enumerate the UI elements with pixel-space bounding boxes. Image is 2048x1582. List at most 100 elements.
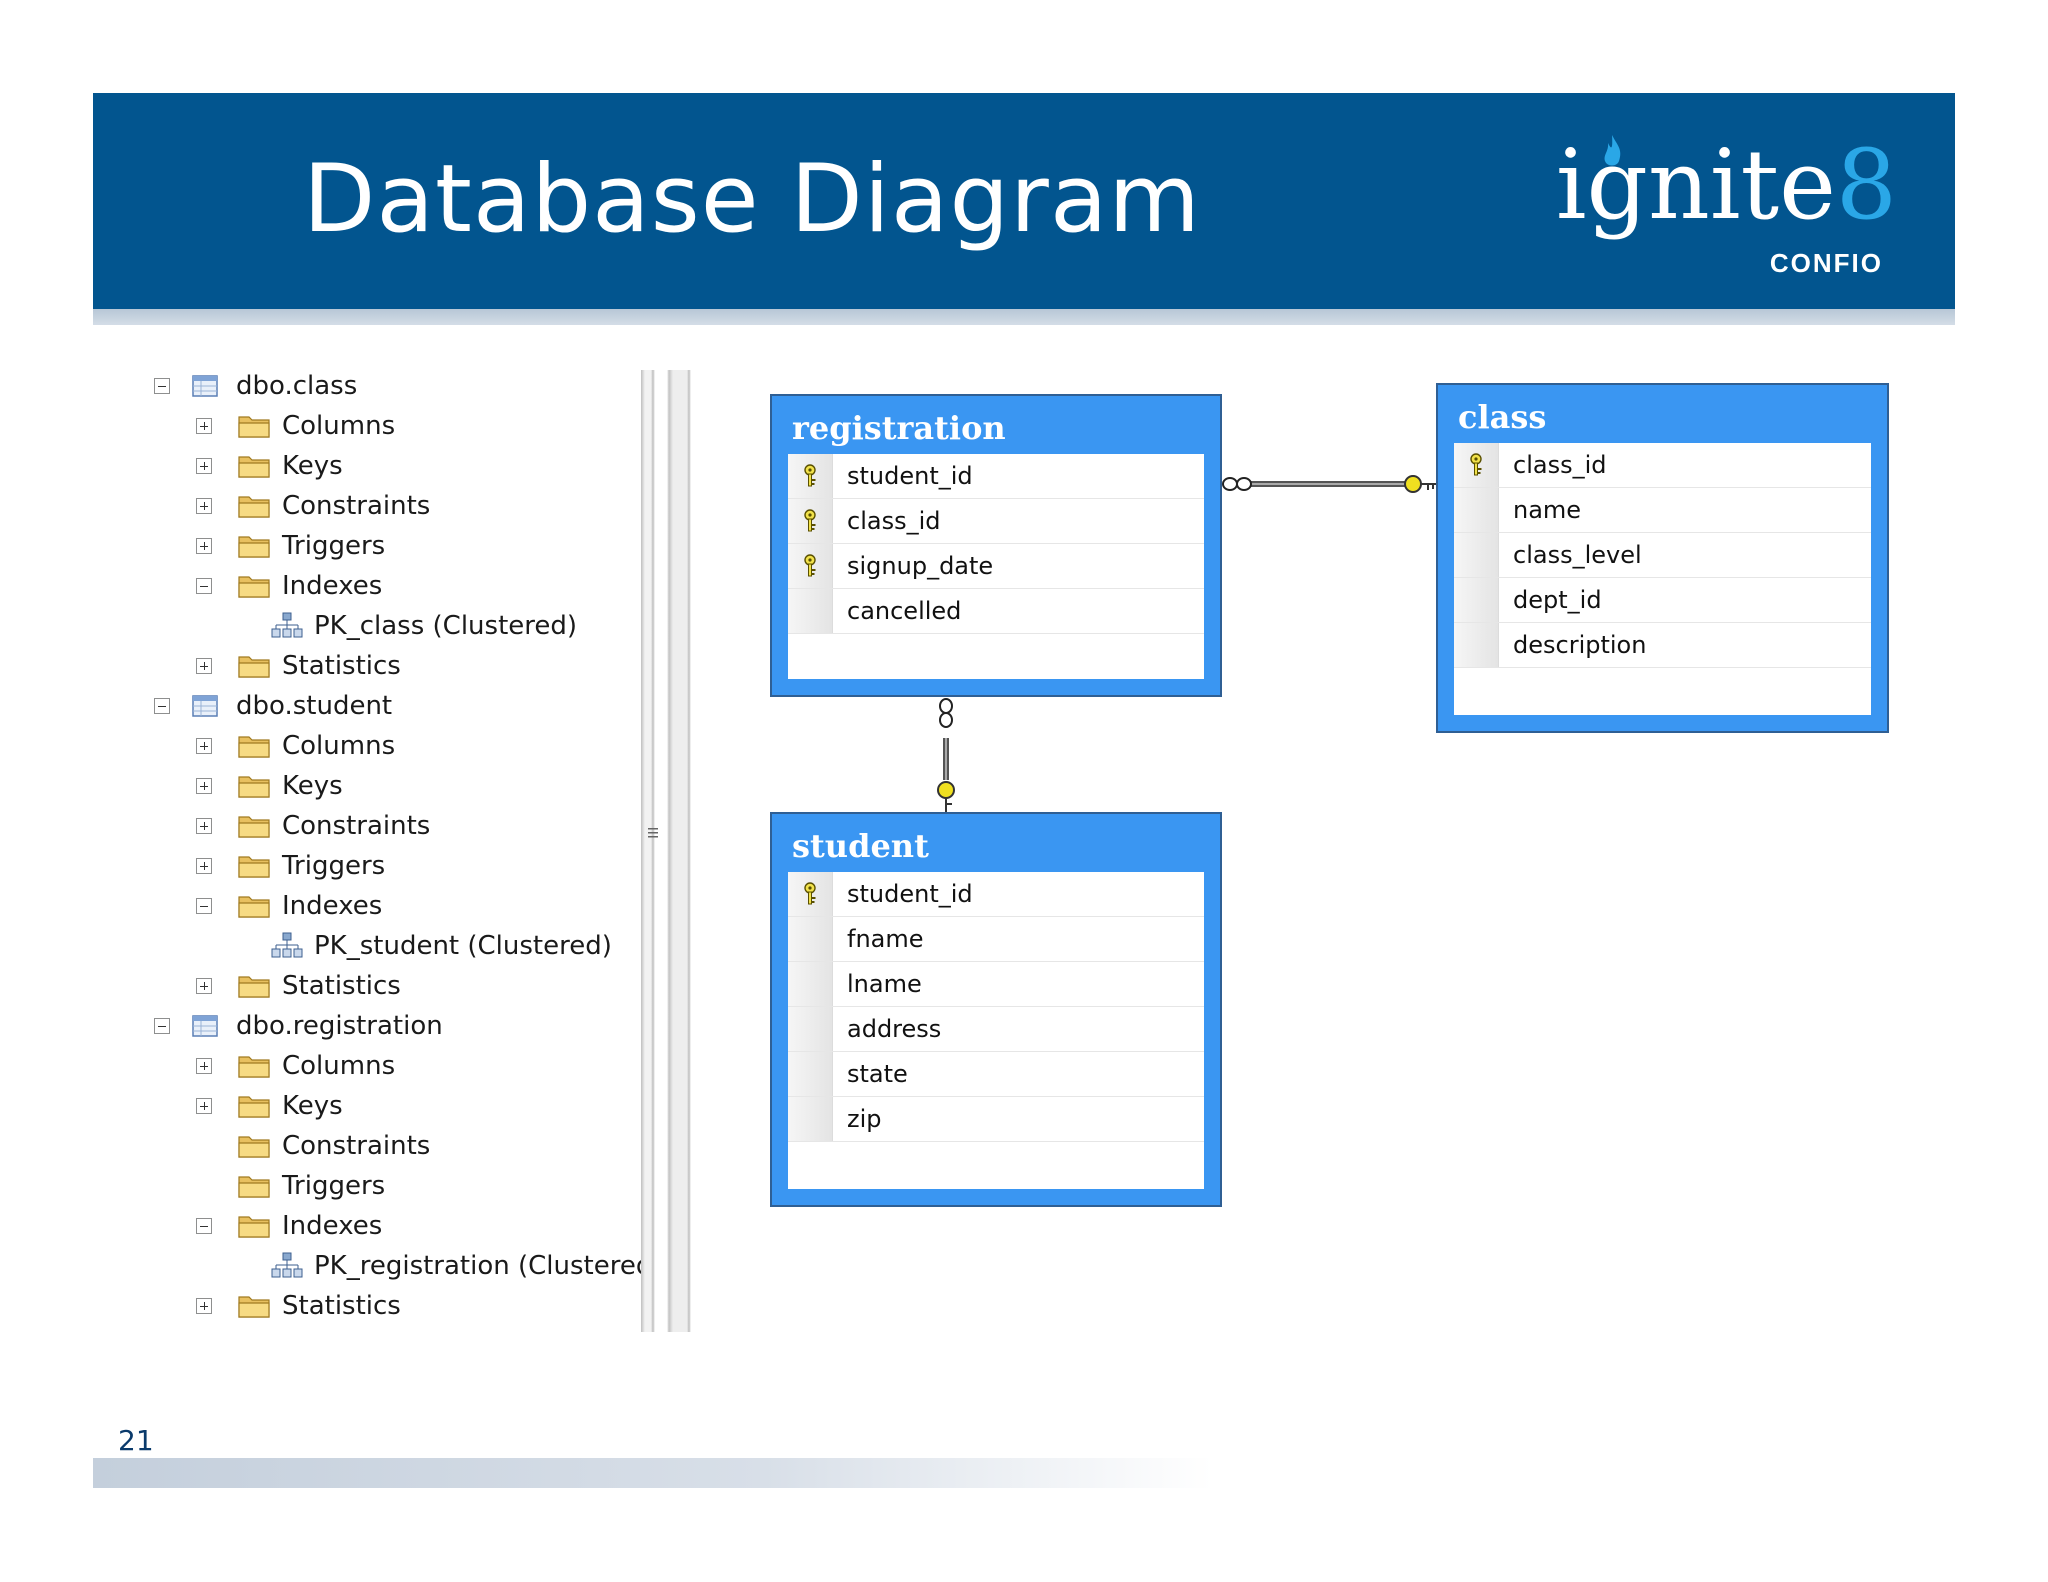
table-icon: [192, 695, 218, 717]
tree-node-folder[interactable]: Statistics: [196, 646, 401, 686]
er-column-row[interactable]: address: [788, 1007, 1204, 1052]
row-selector[interactable]: [788, 1052, 833, 1096]
expand-icon[interactable]: [196, 978, 212, 994]
tree-node-folder[interactable]: Columns: [196, 726, 395, 766]
relationship-registration-student[interactable]: [937, 698, 955, 812]
expand-icon[interactable]: [196, 418, 212, 434]
er-column-row[interactable]: cancelled: [788, 589, 1204, 634]
expand-icon[interactable]: [196, 818, 212, 834]
expand-icon[interactable]: [196, 1098, 212, 1114]
collapse-icon[interactable]: [154, 378, 170, 394]
tree-node-label: Statistics: [282, 651, 401, 681]
tree-node-folder[interactable]: Columns: [196, 1046, 395, 1086]
tree-node-table[interactable]: dbo.registration: [154, 1006, 443, 1046]
tree-node-table[interactable]: dbo.class: [154, 366, 357, 406]
row-selector[interactable]: [788, 1007, 833, 1051]
tree-node-folder[interactable]: Statistics: [196, 1286, 401, 1326]
tree-node-folder[interactable]: Indexes: [196, 566, 382, 606]
tree-node-index[interactable]: PK_class (Clustered): [270, 606, 577, 646]
folder-icon: [238, 416, 270, 438]
er-column-row[interactable]: lname: [788, 962, 1204, 1007]
tree-node-index[interactable]: PK_registration (Clustered): [270, 1246, 663, 1286]
er-column-row[interactable]: fname: [788, 917, 1204, 962]
er-column-row[interactable]: name: [1454, 488, 1871, 533]
row-selector[interactable]: [1454, 533, 1499, 577]
tree-node-label: Columns: [282, 731, 396, 761]
row-selector[interactable]: [788, 589, 833, 633]
row-selector[interactable]: [788, 917, 833, 961]
collapse-icon[interactable]: [154, 698, 170, 714]
er-column-row[interactable]: student_id: [788, 872, 1204, 917]
row-selector[interactable]: [1454, 488, 1499, 532]
er-column-name: class_id: [1513, 451, 1607, 479]
expand-icon[interactable]: [196, 658, 212, 674]
er-column-name: fname: [847, 925, 924, 953]
tree-node-folder[interactable]: Constraints: [196, 1126, 430, 1166]
expand-icon[interactable]: [196, 538, 212, 554]
tree-node-folder[interactable]: Triggers: [196, 1166, 385, 1206]
primary-key-icon: [804, 464, 816, 487]
expand-icon[interactable]: [196, 498, 212, 514]
tree-node-table[interactable]: dbo.student: [154, 686, 392, 726]
er-column-row[interactable]: class_id: [788, 499, 1204, 544]
er-column-row[interactable]: state: [788, 1052, 1204, 1097]
tree-node-folder[interactable]: Indexes: [196, 1206, 382, 1246]
pane-splitter[interactable]: [641, 370, 691, 1332]
row-selector[interactable]: [1454, 623, 1499, 667]
er-table-title: class: [1458, 398, 1547, 436]
collapse-icon[interactable]: [154, 1018, 170, 1034]
folder-icon: [238, 1056, 270, 1078]
er-column-name: class_id: [847, 507, 941, 535]
tree-node-folder[interactable]: Keys: [196, 446, 343, 486]
tree-node-folder[interactable]: Indexes: [196, 886, 382, 926]
expand-icon[interactable]: [196, 1058, 212, 1074]
row-selector[interactable]: [788, 962, 833, 1006]
relationship-registration-class[interactable]: [1222, 475, 1436, 493]
collapse-icon[interactable]: [196, 1218, 212, 1234]
expand-icon[interactable]: [196, 738, 212, 754]
flame-icon: [1604, 135, 1621, 166]
tree-node-folder[interactable]: Triggers: [196, 526, 385, 566]
er-column-row[interactable]: student_id: [788, 454, 1204, 499]
row-selector[interactable]: [788, 454, 833, 498]
folder-icon: [238, 856, 270, 878]
expand-icon[interactable]: [196, 858, 212, 874]
tree-node-label: Keys: [282, 1091, 343, 1121]
er-table-columns: student_id class_id signup_date cancelled: [788, 454, 1204, 679]
er-column-row[interactable]: signup_date: [788, 544, 1204, 589]
er-column-name: state: [847, 1060, 908, 1088]
tree-node-folder[interactable]: Constraints: [196, 486, 430, 526]
er-column-row[interactable]: zip: [788, 1097, 1204, 1142]
er-column-row[interactable]: class_id: [1454, 443, 1871, 488]
er-column-name: signup_date: [847, 552, 994, 580]
row-selector[interactable]: [1454, 443, 1499, 487]
tree-node-folder[interactable]: Triggers: [196, 846, 385, 886]
row-selector[interactable]: [788, 544, 833, 588]
tree-node-folder[interactable]: Statistics: [196, 966, 401, 1006]
tree-node-folder[interactable]: Constraints: [196, 806, 430, 846]
row-selector[interactable]: [788, 1097, 833, 1141]
expand-icon[interactable]: [196, 778, 212, 794]
row-selector[interactable]: [1454, 578, 1499, 622]
expand-icon[interactable]: [196, 458, 212, 474]
er-column-row[interactable]: class_level: [1454, 533, 1871, 578]
row-selector[interactable]: [788, 499, 833, 543]
row-selector[interactable]: [788, 872, 833, 916]
tree-node-folder[interactable]: Columns: [196, 406, 395, 446]
tree-node-label: Indexes: [282, 571, 383, 601]
slide-title: Database Diagram: [303, 145, 1201, 254]
folder-icon: [238, 816, 270, 838]
tree-node-folder[interactable]: Keys: [196, 1086, 343, 1126]
tree-node-folder[interactable]: Keys: [196, 766, 343, 806]
er-column-row[interactable]: dept_id: [1454, 578, 1871, 623]
collapse-icon[interactable]: [196, 898, 212, 914]
expander-spacer: [196, 1178, 212, 1194]
er-column-row[interactable]: description: [1454, 623, 1871, 668]
tree-node-index[interactable]: PK_student (Clustered): [270, 926, 612, 966]
expand-icon[interactable]: [196, 1298, 212, 1314]
collapse-icon[interactable]: [196, 578, 212, 594]
